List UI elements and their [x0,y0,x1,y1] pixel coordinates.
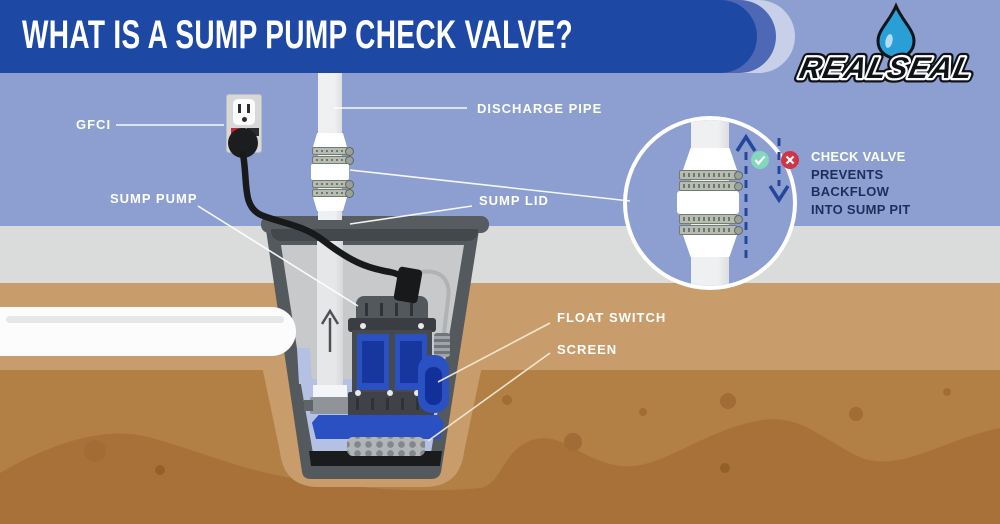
hose-clamp [679,170,743,180]
check-valve-body [311,164,349,180]
label-discharge-pipe: DISCHARGE PIPE [477,101,603,116]
subsoil-wave [0,419,1000,524]
inset-coupling-top [683,148,737,170]
hose-clamp [679,225,743,235]
check-valve-coupling-bottom [313,197,347,211]
float-strain-relief [434,333,450,357]
outlet-ground-hole [242,117,247,122]
drain-pipe [0,307,296,356]
pump-screw [414,390,420,396]
hose-clamp [312,156,354,165]
pump-base-vents [356,398,426,410]
float-switch [418,355,449,413]
pump-cap-vents [365,303,419,316]
pump-base [312,415,444,439]
hose-clamp [679,214,743,224]
label-sump-pump: SUMP PUMP [110,191,198,206]
pump-screw [360,323,366,329]
interior-discharge-pipe [317,231,343,391]
callout-heading: CHECK VALVE [811,149,906,164]
drain-pipe-highlight [6,316,284,323]
logo-text: REALSEAL [797,52,978,85]
power-plug [228,128,258,158]
banner [0,0,757,73]
callout-line: INTO SUMP PIT [811,201,911,217]
label-float-switch: FLOAT SWITCH [557,310,667,325]
realseal-logo: REALSEAL REALSEAL [790,0,998,86]
hose-clamp [312,189,354,198]
concrete-slab-layer [0,226,1000,283]
callout-line: PREVENTS [811,166,884,182]
pump-panel-left [357,334,389,390]
hose-clamp [312,180,354,189]
pump-screw [387,390,393,396]
hose-clamp [679,181,743,191]
float-switch-inner [425,367,442,405]
pump-screw [355,390,361,396]
pipe-fitting-clamp [310,397,350,414]
hose-clamp [312,147,354,156]
check-valve-inset [623,116,797,290]
outlet-face [233,99,255,125]
callout-line: BACKFLOW [811,184,890,199]
pump-panel-inner [362,341,384,383]
check-valve-coupling-top [313,133,347,147]
pump-screen [347,437,425,456]
inset-coupling-bottom [683,235,737,257]
water-drop-icon: REALSEAL REALSEAL [792,2,982,86]
label-sump-lid: SUMP LID [479,193,549,208]
label-screen: SCREEN [557,342,618,357]
label-gfci: GFCI [76,117,112,132]
page-title: WHAT IS A SUMP PUMP CHECK VALVE? [22,13,574,57]
outlet-slot [247,104,250,113]
pipe-fitting [313,385,347,399]
sump-lid-rim [271,229,478,241]
water-stream [297,348,312,384]
inset-check-valve-body [677,191,739,214]
outlet-slot [238,104,241,113]
pipe-fitting-tab [304,400,313,411]
logo-text-outline: REALSEAL [797,52,978,85]
pump-screw [418,323,424,329]
pump-panel-inner [400,341,422,383]
check-valve-callout: CHECK VALVE PREVENTS BACKFLOW INTO SUMP … [811,148,941,218]
